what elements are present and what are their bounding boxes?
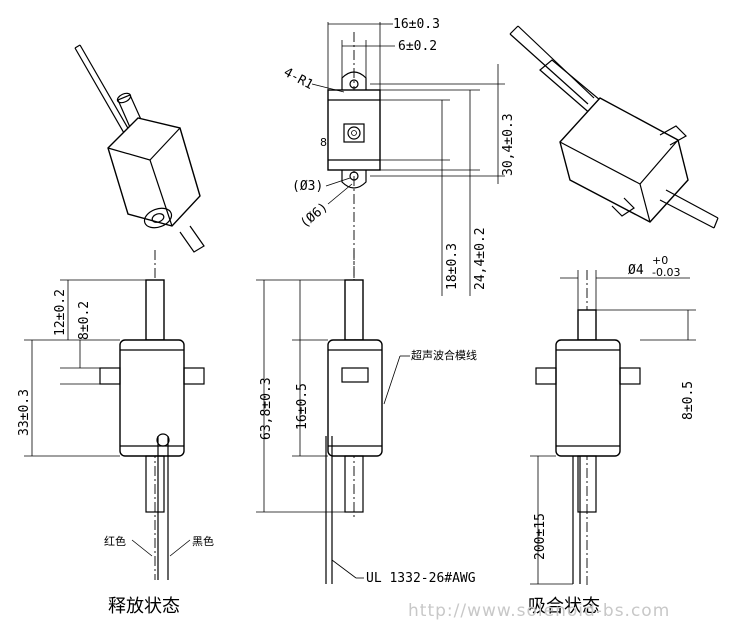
dim-hole-large: (Ø6) [298,200,332,232]
iso-view-pulled [509,25,719,229]
wire-spec-label: UL 1332-26#AWG [366,571,476,586]
dim-right-tol-upper: +0 [652,254,668,267]
iso-view-released [74,44,205,253]
dim-top-h2: 24,4±0.2 [473,227,488,290]
front-view-released: 33±0.3 12±0.2 8±0.2 红色 黑色 释放状态 [17,250,214,617]
state-pulled-title: 吸合状态 [528,596,600,617]
svg-text:8: 8 [320,136,327,149]
dim-left-overall: 33±0.3 [17,389,32,436]
state-released-title: 释放状态 [108,596,180,617]
dim-top-width: 16±0.3 [393,17,440,32]
dim-right-lead: 200±15 [533,513,548,560]
top-view: 8 16±0.3 6±0.2 4-R1 (Ø3) (Ø6) 30,4±0.3 2… [281,17,516,330]
watermark-text: http://www.solenoid-bs.com [408,601,670,621]
dim-mid-body: 16±0.5 [295,383,310,430]
dim-mid-overall: 63,8±0.3 [259,377,274,440]
wire-black-label: 黑色 [192,534,214,548]
weld-line-label: 超声波合模线 [411,348,477,362]
dim-radius: 4-R1 [281,65,316,93]
dim-hole-small: (Ø3) [292,179,323,194]
dim-right-shaft: Ø4 [628,263,644,278]
dim-left-inner: 8±0.2 [77,301,92,340]
dim-right-stroke: 8±0.5 [681,381,696,420]
dim-top-pitch: 6±0.2 [398,39,437,54]
dim-left-stroke: 12±0.2 [53,289,68,336]
dim-top-h3: 18±0.3 [445,243,460,290]
front-view-middle: 63,8±0.3 16±0.5 超声波合模线 UL 1332-26#AWG [256,250,477,586]
front-view-pulled: Ø4 +0 -0.03 8±0.5 200±15 吸合状态 [528,254,696,617]
dim-right-tol-lower: -0.03 [652,266,680,279]
wire-red-label: 红色 [104,534,126,548]
dim-top-h1: 30,4±0.3 [501,113,516,176]
